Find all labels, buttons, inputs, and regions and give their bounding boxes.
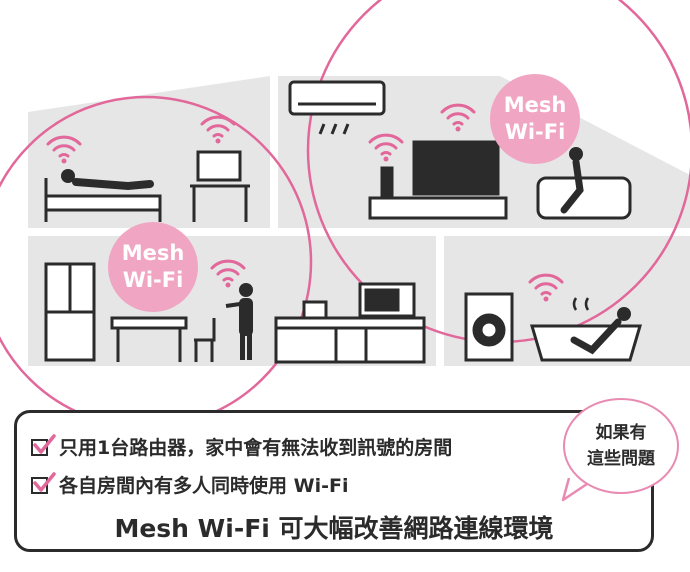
question-bubble: 如果有 這些問題 <box>563 398 679 494</box>
mesh-badge-line1: Mesh <box>503 93 567 117</box>
bed-person-icon <box>44 169 162 222</box>
headline: Mesh Wi-Fi 可大幅改善網路連線環境 <box>114 514 554 543</box>
phone-person-icon <box>225 283 253 360</box>
bubble-line1: 如果有 <box>595 423 647 443</box>
mesh-wifi-badge: Mesh Wi-Fi <box>490 74 580 164</box>
bubble-line2: 這些問題 <box>587 449 655 469</box>
check-item: 各自房間內有多人同時使用 Wi-Fi <box>31 471 348 498</box>
tv-icon <box>368 140 508 220</box>
mesh-wifi-badge: Mesh Wi-Fi <box>108 222 198 312</box>
table-chair-icon <box>110 316 216 362</box>
laptop-icon <box>190 150 250 222</box>
microwave-icon <box>358 282 416 318</box>
check-item: 只用1台路由器，家中會有無法收到訊號的房間 <box>31 433 452 460</box>
air-conditioner-icon <box>288 80 386 135</box>
bubble-tail <box>561 478 588 502</box>
mesh-badge-line2: Wi-Fi <box>122 268 184 292</box>
check-item-text: 只用1台路由器，家中會有無法收到訊號的房間 <box>59 437 453 459</box>
washing-machine-icon <box>464 292 514 362</box>
checkbox-icon <box>31 433 56 458</box>
checkbox-icon <box>31 471 56 496</box>
sofa-person-icon <box>536 147 632 220</box>
check-item-text: 各自房間內有多人同時使用 Wi-Fi <box>59 475 349 497</box>
mesh-badge-line1: Mesh <box>121 241 185 265</box>
mesh-badge-line2: Wi-Fi <box>504 120 566 144</box>
left-upper-room <box>28 76 270 228</box>
info-box: 只用1台路由器，家中會有無法收到訊號的房間 各自房間內有多人同時使用 Wi-Fi… <box>14 410 654 552</box>
fridge-icon <box>44 262 96 362</box>
kitchen-counter-icon <box>274 300 426 364</box>
bathtub-person-icon <box>529 297 643 362</box>
